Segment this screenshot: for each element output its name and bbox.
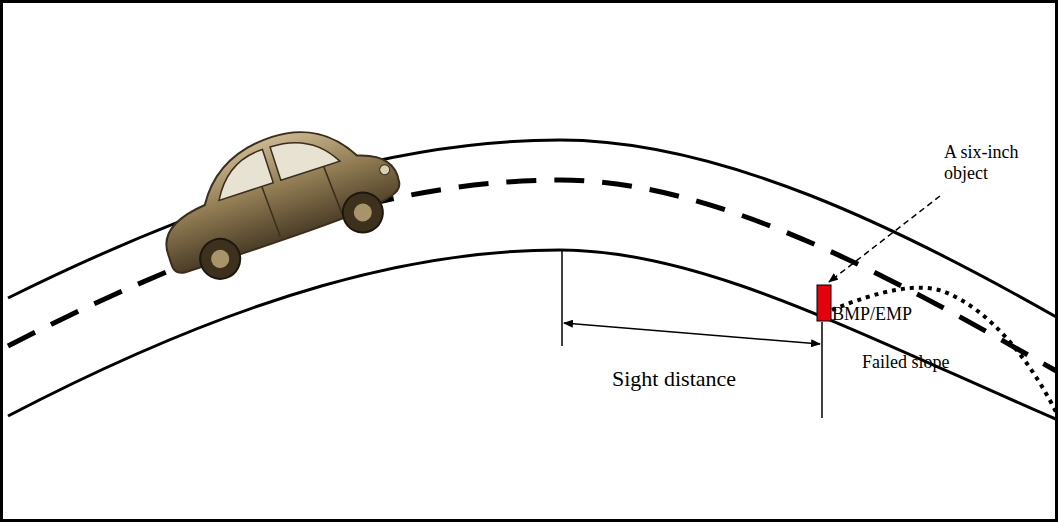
dimension-arrow: [564, 323, 820, 344]
extension-line: [561, 250, 563, 346]
six-inch-object: [817, 285, 831, 321]
centre-line: [8, 180, 1058, 372]
car-picture: [144, 104, 412, 293]
failed-slope-line: [832, 288, 1056, 412]
leader-line: [829, 196, 940, 282]
road-edge-bottom: [8, 250, 1058, 420]
dimension-label: Sight distance: [612, 366, 736, 391]
slope-label: Failed slope: [862, 352, 950, 373]
point-label: BMP/EMP: [832, 304, 912, 325]
road-edge-top: [8, 140, 1058, 318]
callout-label: A six-inch object: [944, 142, 1028, 183]
extension-line: [821, 322, 823, 418]
